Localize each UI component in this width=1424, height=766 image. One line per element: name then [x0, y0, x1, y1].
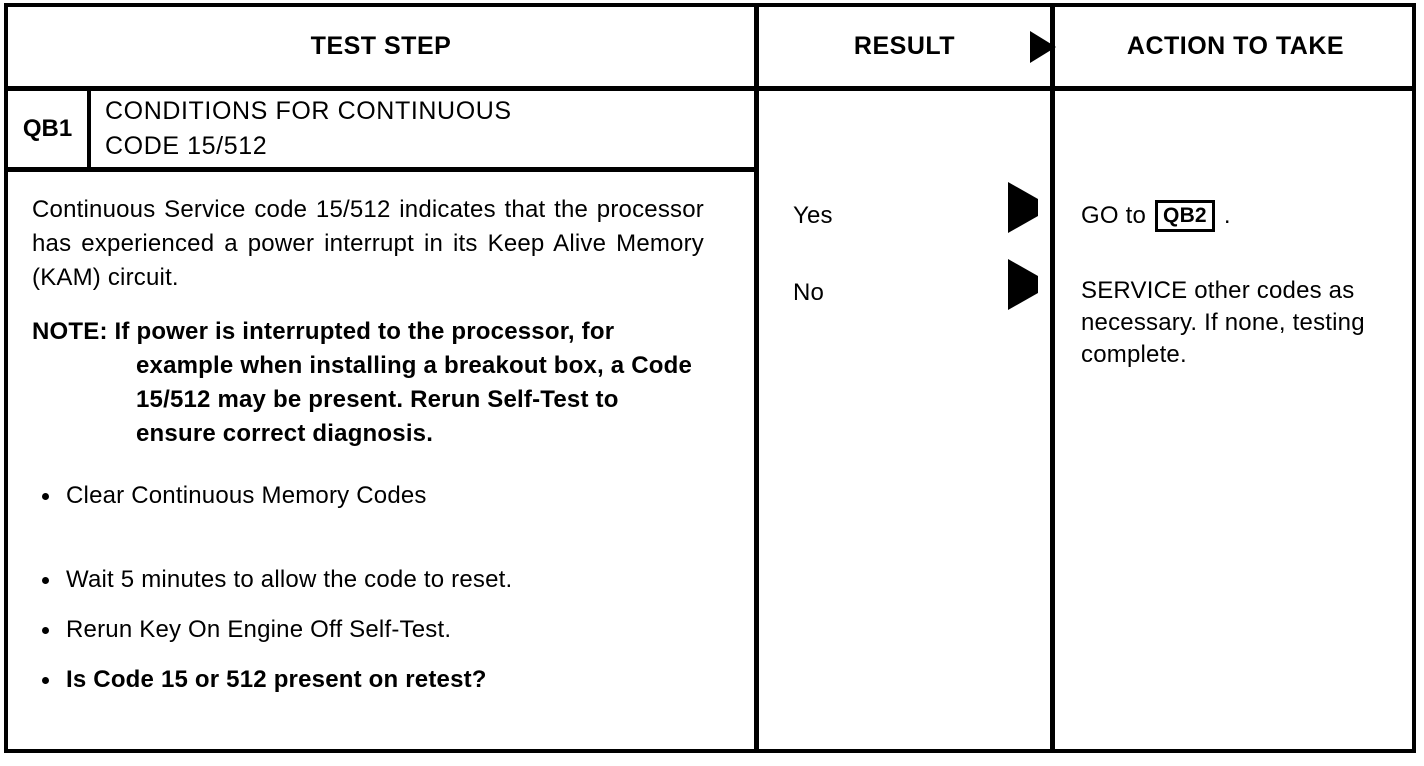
result-arrow-no: [1008, 259, 1038, 310]
list-item-label: Is Code 15 or 512 present on retest?: [66, 666, 487, 693]
bullet-dot-icon: [42, 627, 49, 634]
action-goto-suffix: .: [1223, 202, 1231, 229]
bullet-dot-icon: [42, 677, 49, 684]
result-arrow-yes: [1008, 182, 1038, 233]
header-action-to-take: ACTION TO TAKE: [1055, 7, 1416, 86]
list-item: Clear Continuous Memory Codes: [32, 479, 704, 513]
list-item-label: Wait 5 minutes to allow the code to rese…: [66, 566, 513, 593]
test-step-table: TEST STEP RESULT ACTION TO TAKE QB1 COND…: [4, 3, 1416, 753]
bullet-dot-icon: [42, 577, 49, 584]
column-divider-result-action: [1050, 7, 1055, 749]
list-item: Rerun Key On Engine Off Self-Test.: [32, 613, 704, 647]
step-bullet-list: Clear Continuous Memory Codes Wait 5 min…: [32, 479, 704, 697]
step-id-divider: [87, 91, 91, 167]
list-item: Is Code 15 or 512 present on retest?: [32, 663, 704, 697]
header-result: RESULT: [759, 7, 1056, 86]
list-item-label: Clear Continuous Memory Codes: [66, 482, 427, 509]
bullet-dot-icon: [42, 493, 49, 500]
step-title: CONDITIONS FOR CONTINUOUS CODE 15/512: [105, 97, 512, 160]
step-paragraph: Continuous Service code 15/512 indicates…: [32, 196, 704, 291]
list-item: Wait 5 minutes to allow the code to rese…: [32, 563, 704, 597]
step-id-row-bottom-rule: [8, 167, 754, 172]
header-result-label: RESULT: [853, 32, 956, 60]
result-option-no: No: [793, 279, 825, 306]
test-step-content: Continuous Service code 15/512 indicates…: [32, 193, 704, 697]
result-option-yes: Yes: [793, 202, 833, 229]
header-action-label: ACTION TO TAKE: [1126, 32, 1345, 60]
result-column-content: Yes No: [759, 7, 1050, 749]
right-triangle-icon: [1008, 182, 1038, 233]
step-reference-qb2[interactable]: QB2: [1155, 200, 1215, 232]
header-test-step: TEST STEP: [8, 7, 754, 86]
right-triangle-icon: [1030, 30, 1056, 63]
header-bottom-rule: [8, 86, 1412, 91]
list-item-label: Rerun Key On Engine Off Self-Test.: [66, 616, 452, 643]
column-divider-test-result: [754, 7, 759, 749]
header-test-step-label: TEST STEP: [310, 32, 452, 60]
action-column-content: GO to QB2 . SERVICE other codes as neces…: [1055, 7, 1416, 749]
right-triangle-icon: [1008, 259, 1038, 310]
action-for-yes: GO to QB2 .: [1081, 200, 1391, 233]
action-for-no: SERVICE other codes as necessary. If non…: [1081, 277, 1365, 368]
step-id-badge: QB1: [22, 115, 73, 142]
step-id-row: QB1 CONDITIONS FOR CONTINUOUS CODE 15/51…: [8, 91, 754, 167]
step-note: NOTE: If power is interrupted to the pro…: [32, 318, 692, 447]
action-goto-prefix: GO to: [1081, 202, 1147, 229]
